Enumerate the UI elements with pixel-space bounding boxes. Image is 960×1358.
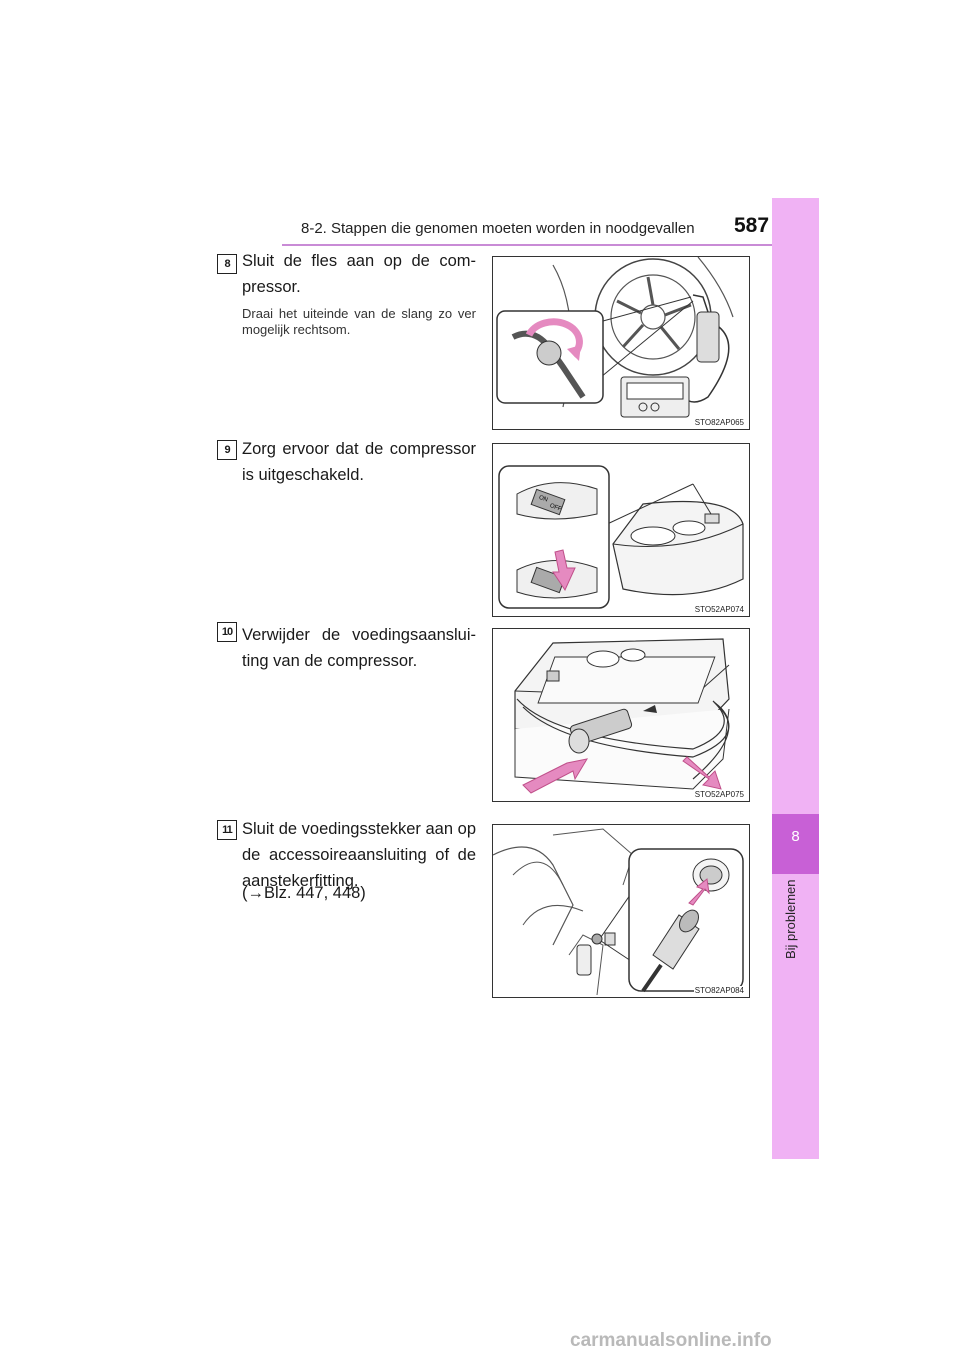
switch-on-label-top: ON (538, 495, 549, 504)
illustration-hose-connect: STO82AP065 (492, 256, 750, 430)
chapter-tab-active (772, 814, 819, 874)
chapter-number: 8 (791, 828, 800, 845)
step-text-9: Zorg ervoor dat de compressor is uitgesc… (242, 440, 476, 484)
chapter-label: Bij problemen (783, 880, 798, 960)
page-number: 587 (734, 214, 770, 237)
watermark: carmanualsonline.info (570, 1330, 772, 1351)
chapter-side-tab (772, 198, 819, 1159)
step-text-10: Verwijder de voedingsaanslui- ting van d… (242, 626, 476, 670)
step-badge-11: 11 (217, 820, 237, 840)
step-badge-9: 9 (217, 440, 237, 460)
step-text-8: Sluit de fles aan op de com- pressor. (242, 252, 476, 296)
power-cable-drawing (514, 638, 730, 794)
step-text-11: Sluit de voedingsstekker aan op de acces… (242, 820, 476, 890)
step-badge-8: 8 (217, 254, 237, 274)
image-code-11: STO82AP084 (693, 986, 745, 995)
step-subtext-8: Draai het uiteinde van de slang zo ver m… (242, 306, 476, 337)
switch-off-label-top: OFF (549, 503, 563, 513)
image-code-10: STO52AP075 (693, 790, 745, 799)
illustration-switch-off: ON OFF STO52AP074 (492, 443, 750, 617)
illustration-socket: STO82AP084 (492, 824, 750, 998)
socket-drawing (493, 828, 744, 996)
image-code-8: STO82AP065 (693, 418, 745, 427)
step-badge-10: 10 (217, 622, 237, 642)
image-code-9: STO52AP074 (693, 605, 745, 614)
illustration-power-cable: STO52AP075 (492, 628, 750, 802)
switch-off-drawing: ON OFF (498, 465, 744, 609)
header-divider (282, 244, 790, 246)
step-ref-11: (→Blz. 447, 448) (242, 884, 366, 902)
hose-connect-drawing (496, 257, 734, 418)
section-title: 8-2. Stappen die genomen moeten worden i… (301, 220, 695, 237)
